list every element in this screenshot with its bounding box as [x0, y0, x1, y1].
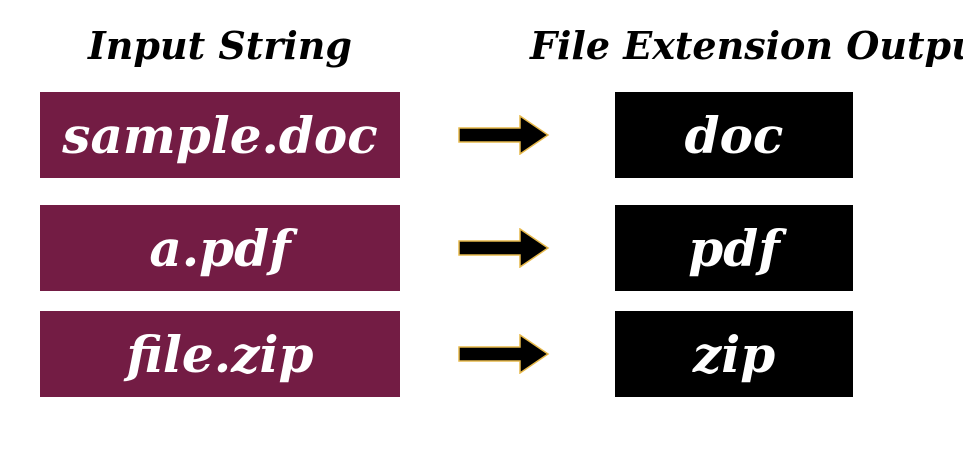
extension-output-box: doc	[615, 92, 853, 178]
right-arrow-icon	[458, 228, 550, 268]
input-string-box: sample.doc	[40, 92, 400, 178]
right-arrow-icon	[458, 115, 550, 155]
file-extension-output-heading: File Extension Output	[530, 23, 963, 68]
input-string-box: file.zip	[40, 311, 400, 397]
mapping-row: sample.doc doc	[0, 92, 963, 178]
mapping-row: file.zip zip	[0, 311, 963, 397]
input-string-heading: Input String	[87, 23, 353, 68]
extension-output-box: pdf	[615, 205, 853, 291]
right-arrow-icon	[458, 334, 550, 374]
input-string-box: a.pdf	[40, 205, 400, 291]
extension-output-box: zip	[615, 311, 853, 397]
mapping-row: a.pdf pdf	[0, 205, 963, 291]
